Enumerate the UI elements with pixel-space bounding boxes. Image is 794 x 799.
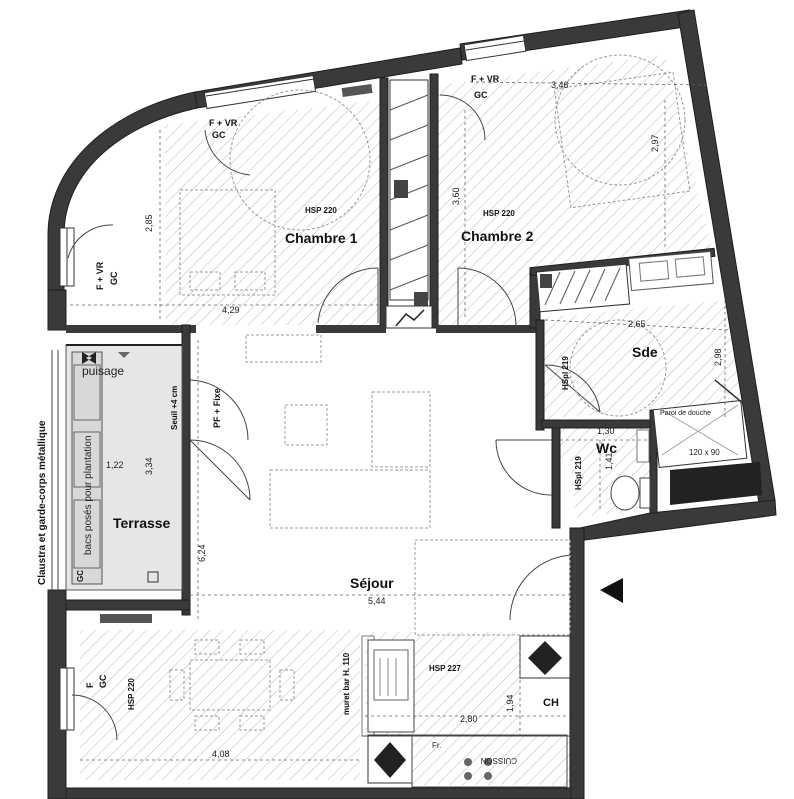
furniture <box>169 54 691 731</box>
room-label-chambre2: Chambre 2 <box>461 228 534 244</box>
hsp-sde: HSpl 219 <box>561 356 570 390</box>
terrasse-area <box>51 344 183 591</box>
label-paroi: Paroi de douche <box>660 410 711 417</box>
closet <box>385 79 433 329</box>
misc-labels: puisage bacs posés pour plantation Claus… <box>37 364 720 765</box>
chambre1-floor <box>165 100 380 325</box>
dim-sejour-width: 5,44 <box>368 596 386 606</box>
outer-walls <box>47 9 777 799</box>
dim-ch1-width: 4,29 <box>222 305 240 315</box>
code-gc-ch2: GC <box>474 90 488 100</box>
wall-sde-left-2 <box>535 319 545 431</box>
room-label-wc: Wc <box>596 440 617 456</box>
wall-wc-left <box>551 427 561 529</box>
dim-kitchen-height: 1,94 <box>505 694 515 712</box>
wall-terrasse-right <box>181 324 191 616</box>
room-labels: Chambre 1 Chambre 2 Sde Wc Terrasse Séjo… <box>113 228 658 591</box>
radiator-dining <box>100 614 152 623</box>
entry-arrow <box>600 578 623 603</box>
room-label-sde: Sde <box>632 344 658 360</box>
sde-floor <box>540 300 745 428</box>
code-fvr-ch1: F + VR <box>209 118 238 128</box>
dimension-labels: 4,29 2,85 3,46 2,97 3,60 2,65 2,98 1,30 … <box>106 80 723 759</box>
wall-ch1-ch2-right <box>429 73 439 329</box>
hsp-kitchen: HSP 227 <box>429 664 461 673</box>
code-labels: F + VR GC F + VR GC F + VR GC PF + Fixe … <box>76 74 559 750</box>
wall-ch2-bottom <box>436 325 536 333</box>
code-pf-fixe: PF + Fixe <box>212 388 222 428</box>
dimension-lines <box>70 81 731 761</box>
dim-ch2-width: 3,46 <box>551 80 569 90</box>
code-gc-terrasse: GC <box>76 570 85 582</box>
window-ch1 <box>203 74 317 110</box>
code-ch: CH <box>543 697 559 709</box>
wall-ch-bottom-2 <box>316 325 386 333</box>
dim-terrasse-width: 1,22 <box>106 460 124 470</box>
dim-corridor: 3,60 <box>451 187 461 205</box>
dim-terrasse-height: 3,34 <box>144 457 154 475</box>
hsp-chambre2: HSP 220 <box>483 209 515 218</box>
label-shower: 120 x 90 <box>689 448 720 457</box>
radiator-ch1 <box>341 83 373 98</box>
room-label-terrasse: Terrasse <box>113 515 171 531</box>
wall-terrasse-bottom <box>65 599 191 611</box>
window-ch2 <box>463 34 527 62</box>
code-f-dining: F <box>85 682 95 688</box>
sde-storage <box>535 250 714 313</box>
kitchen <box>361 635 571 788</box>
label-claustra: Claustra et garde-corps métallique <box>37 420 48 585</box>
label-bacs: bacs posés pour plantation <box>83 435 94 555</box>
dim-dining-width: 4,08 <box>212 749 230 759</box>
toilet <box>610 429 651 511</box>
bottom-wall <box>65 787 572 799</box>
code-gc-ch1: GC <box>212 130 226 140</box>
kitchen-right-wall <box>569 527 585 799</box>
dim-wc-width: 1,30 <box>597 426 615 436</box>
label-muret: muret bar H. 110 <box>342 652 351 715</box>
dim-ch1-height: 2,85 <box>144 214 154 232</box>
code-fvr-ch2: F + VR <box>471 74 500 84</box>
dim-sde-width: 2,65 <box>628 319 646 329</box>
dim-kitchen-width: 2,80 <box>460 714 478 724</box>
dim-sejour-height: 6,24 <box>197 544 207 562</box>
dim-wc-height: 1,41 <box>604 452 614 470</box>
doors <box>67 94 601 741</box>
code-fvr-left: F + VR <box>95 261 105 290</box>
label-cuisson: CUISSON <box>480 756 517 765</box>
dining-floor <box>80 630 360 780</box>
claustra-posts <box>51 350 59 590</box>
room-label-chambre1: Chambre 1 <box>285 230 358 246</box>
right-bottom-wall <box>579 499 777 541</box>
label-puisage: puisage <box>82 364 124 378</box>
code-fr: Fr. <box>432 741 441 750</box>
wall-ch-bottom <box>66 325 196 333</box>
hsp-dining: HSP 220 <box>127 678 136 710</box>
code-seuil: Seuil +4 cm <box>170 386 179 430</box>
hsp-wc: HSpl 219 <box>574 456 583 490</box>
windows <box>59 34 527 731</box>
code-gc-dining: GC <box>98 674 108 688</box>
code-gc-left: GC <box>109 271 119 285</box>
height-labels: HSP 220 HSP 220 HSpl 219 HSpl 219 HSP 22… <box>127 206 583 710</box>
dim-ch2-height: 2,97 <box>650 134 660 152</box>
dim-sde-height: 2,98 <box>713 348 723 366</box>
room-label-sejour: Séjour <box>350 575 394 591</box>
wall-ch1-ch2-left <box>379 77 389 329</box>
hsp-chambre1: HSP 220 <box>305 206 337 215</box>
shower <box>652 379 762 505</box>
left-wall-upper <box>47 289 67 331</box>
